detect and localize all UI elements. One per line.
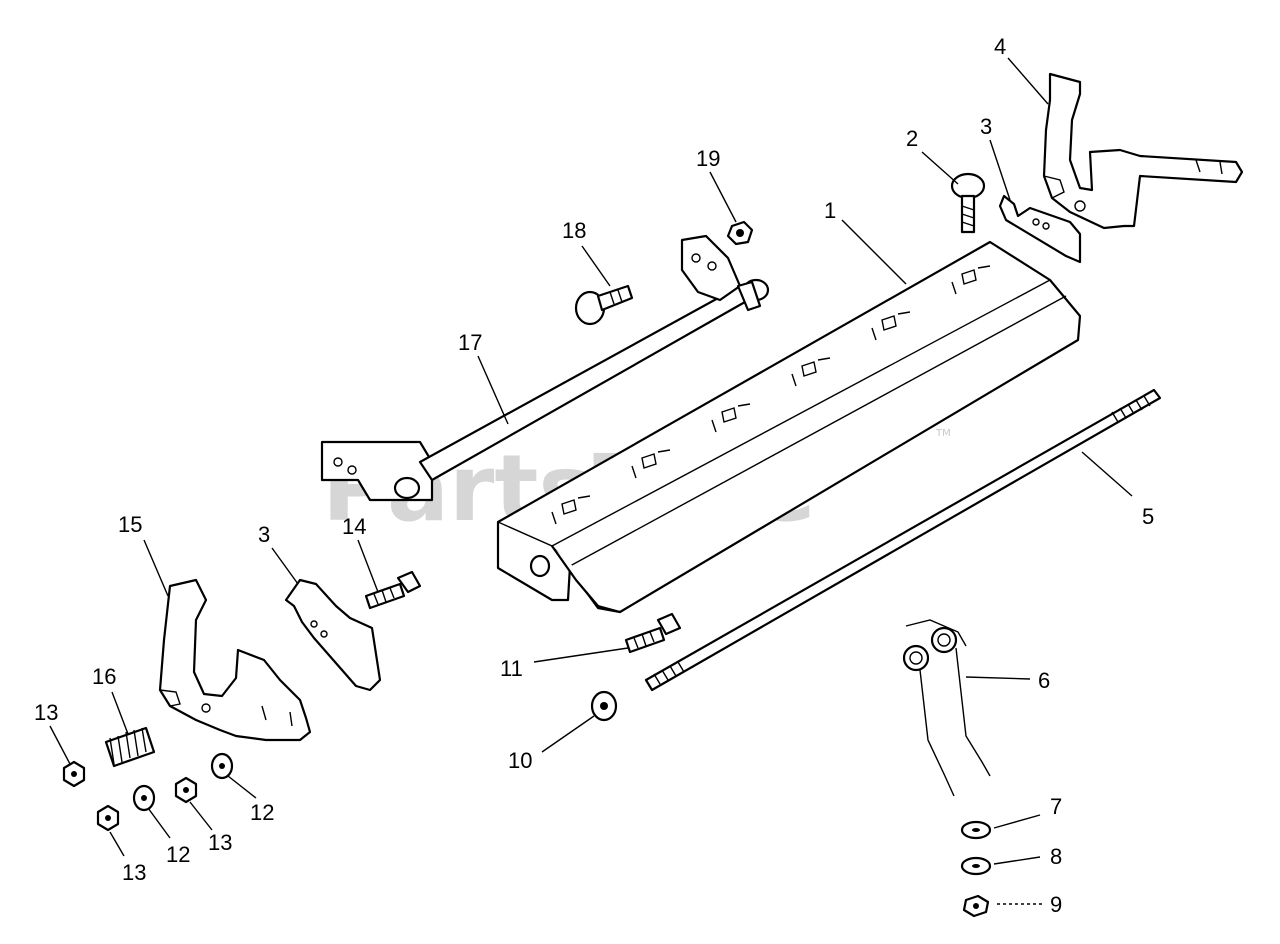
part-18-carriage-bolt[interactable] [574, 284, 634, 326]
callout-13-middle: 13 [208, 830, 232, 855]
callout-18: 18 [562, 218, 586, 243]
callout-6: 6 [1038, 668, 1050, 693]
part-6-torsion-spring[interactable] [902, 619, 991, 797]
callout-16: 16 [92, 664, 116, 689]
callout-13-bottom: 13 [122, 860, 146, 885]
part-11-bolt[interactable] [624, 612, 682, 654]
part-19-nut[interactable] [726, 220, 754, 246]
part-10-flange-nut[interactable] [590, 690, 618, 722]
callout-8: 8 [1050, 844, 1062, 869]
callout-11: 11 [500, 656, 523, 681]
callout-3-left: 3 [258, 522, 270, 547]
part-7-washer[interactable] [960, 820, 992, 840]
part-16-spring[interactable] [104, 726, 156, 768]
callout-14: 14 [342, 514, 366, 539]
callout-10: 10 [508, 748, 532, 773]
callout-7: 7 [1050, 794, 1062, 819]
part-15-left-bracket[interactable] [158, 578, 312, 742]
part-17-shaft-assembly[interactable] [320, 234, 770, 502]
callout-2: 2 [906, 126, 918, 151]
callout-1: 1 [824, 198, 836, 223]
callout-13-top: 13 [34, 700, 58, 725]
callout-12-right: 12 [250, 800, 274, 825]
part-13-nut-a[interactable] [62, 760, 86, 788]
callout-5: 5 [1142, 504, 1154, 529]
part-4-right-bracket[interactable] [1042, 72, 1244, 230]
watermark-trademark: TM [935, 428, 951, 439]
part-14-bolt[interactable] [364, 570, 422, 610]
part-2-carriage-bolt[interactable] [950, 172, 986, 234]
callout-17: 17 [458, 330, 482, 355]
callout-15: 15 [118, 512, 142, 537]
part-8-washer[interactable] [960, 856, 992, 876]
part-9-nut[interactable] [962, 894, 990, 918]
callout-9: 9 [1050, 892, 1062, 917]
part-13-nut-c[interactable] [174, 776, 198, 804]
part-5-threaded-rod[interactable] [644, 388, 1162, 692]
callout-12-left: 12 [166, 842, 190, 867]
part-13-nut-b[interactable] [96, 804, 120, 832]
part-3-upper-bracket[interactable] [998, 194, 1082, 264]
part-3-left-bracket[interactable] [284, 578, 382, 692]
leader-lines [49, 57, 1133, 905]
part-12-washer-a[interactable] [132, 784, 156, 812]
callout-3-upper: 3 [980, 114, 992, 139]
callout-19: 19 [696, 146, 720, 171]
part-12-washer-b[interactable] [210, 752, 234, 780]
callout-4: 4 [994, 34, 1006, 59]
part-1-main-channel[interactable] [496, 240, 1082, 614]
